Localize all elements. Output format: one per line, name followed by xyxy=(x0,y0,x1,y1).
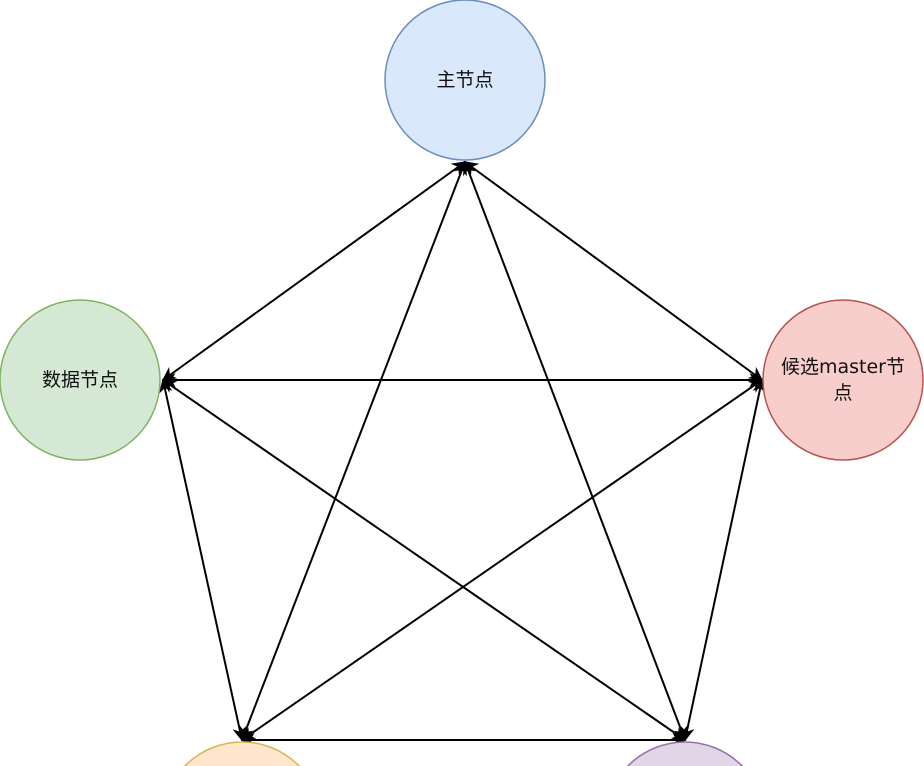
edge-candidate-bottom-left xyxy=(240,379,764,741)
edge-data-bottom-right xyxy=(161,379,687,741)
bottom-right-node-circle xyxy=(626,741,744,766)
edge-master-bottom-left xyxy=(240,160,467,742)
edge-candidate-bottom-right xyxy=(680,378,767,742)
edge-master-candidate xyxy=(463,161,764,381)
bottom-left-node-circle xyxy=(183,741,301,766)
edges xyxy=(158,160,767,747)
edge-master-bottom-right xyxy=(462,160,688,742)
data-node-circle xyxy=(0,299,161,461)
master-node-circle xyxy=(384,0,546,161)
edge-data-bottom-left xyxy=(158,378,247,742)
edge-master-data xyxy=(161,161,467,381)
candidate-node-circle xyxy=(762,299,924,461)
